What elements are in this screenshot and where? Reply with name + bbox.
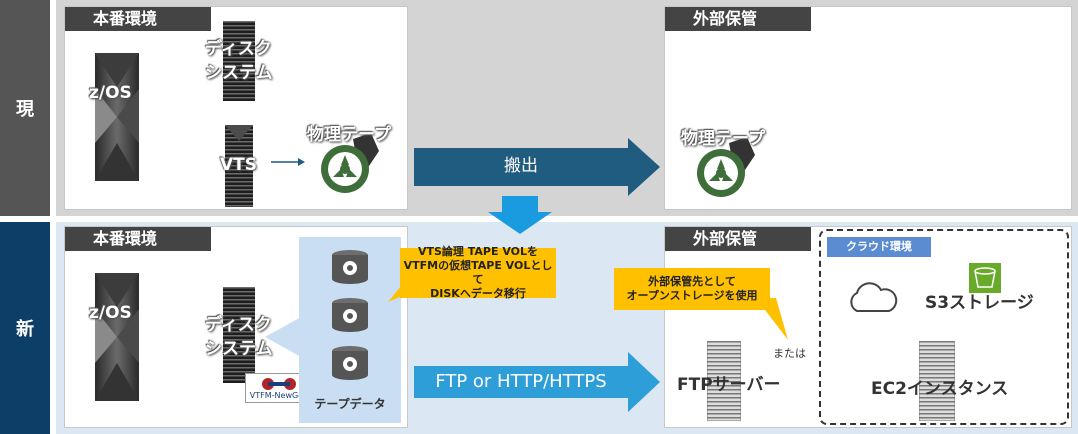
disk-system-label-2: システム	[205, 63, 273, 83]
storage-callout-line-1: 外部保管先として	[648, 275, 736, 288]
callout-pointer-icon	[265, 317, 301, 357]
storage-callout-line-2: オープンストレージを使用	[626, 289, 758, 302]
migration-callout-line-1: VTS論理 TAPE VOLを	[417, 245, 539, 258]
database-disk-icon-2	[332, 298, 368, 332]
offsite-physical-tape-label: 物理テープ	[681, 129, 765, 149]
row-label-new: 新	[0, 222, 50, 434]
cloud-environment-box: クラウド環境 S3ストレージ EC2インスタンス	[819, 229, 1069, 425]
ec2-rack-server-icon	[919, 341, 955, 421]
ec2-instance-label: EC2インスタンス	[871, 379, 1009, 399]
tape-data-label: テープデータ	[314, 397, 386, 411]
migration-callout: VTS論理 TAPE VOLを VTFMの仮想TAPE VOLとして DISKへ…	[400, 245, 556, 300]
down-arrow-icon	[488, 196, 552, 234]
zos-label: z/OS	[89, 83, 132, 103]
carry-out-label: 搬出	[504, 156, 538, 176]
ftp-rack-server-icon	[707, 341, 741, 421]
ftp-server-label: FTPサーバー	[677, 375, 781, 395]
transfer-protocol-label: FTP or HTTP/HTTPS	[435, 371, 607, 392]
new-server-tower-icon	[95, 273, 139, 401]
new-production-panel: 本番環境 z/OS ディスク システム VTFM-NewGen	[64, 226, 408, 428]
storage-callout: 外部保管先として オープンストレージを使用	[614, 268, 770, 310]
disk-array-icon	[223, 21, 255, 101]
current-production-title: 本番環境	[65, 7, 211, 31]
database-disk-icon-3	[332, 346, 368, 380]
s3-storage-label: S3ストレージ	[925, 293, 1034, 313]
new-disk-array-icon	[223, 287, 255, 383]
new-production-title: 本番環境	[65, 227, 211, 251]
new-offsite-panel: 外部保管 クラウド環境 S3ストレージ EC2インスタンス FTPサーバー また…	[664, 226, 1072, 428]
carry-out-arrow-icon	[414, 138, 660, 196]
current-production-panel: 本番環境 z/OS ディスク システム VTS 物理テープ	[64, 6, 408, 210]
vts-to-tape-arrow-icon	[271, 158, 305, 166]
vtfm-logo-text: VTFM-NewGen	[249, 391, 309, 400]
transfer-arrow-icon	[414, 352, 660, 412]
row-label-current: 現	[0, 0, 50, 216]
or-label: または	[773, 347, 806, 360]
cloud-icon	[850, 282, 898, 312]
vts-label: VTS	[220, 155, 257, 175]
server-tower-icon	[95, 53, 139, 181]
offsite-tape-reel-icon	[697, 137, 755, 197]
vts-device-icon	[225, 125, 253, 207]
migration-callout-line-2: VTFMの仮想TAPE VOLとして	[403, 259, 553, 286]
vtfm-logo-icon	[262, 378, 296, 390]
tape-reel-icon	[321, 133, 379, 193]
cloud-environment-title: クラウド環境	[827, 237, 931, 257]
new-offsite-title: 外部保管	[665, 227, 811, 251]
physical-tape-label: 物理テープ	[307, 125, 391, 145]
bucket-icon	[969, 263, 1001, 293]
current-offsite-panel: 外部保管 物理テープ	[664, 6, 1072, 210]
new-disk-system-label-2: システム	[205, 339, 273, 359]
disk-system-label-1: ディスク	[205, 39, 272, 59]
current-offsite-title: 外部保管	[665, 7, 811, 31]
migration-callout-line-3: DISKへデータ移行	[430, 287, 526, 300]
new-zos-label: z/OS	[89, 303, 132, 323]
tape-data-box: テープデータ	[299, 237, 401, 423]
new-disk-system-label-1: ディスク	[205, 315, 272, 335]
database-disk-icon	[332, 250, 368, 284]
